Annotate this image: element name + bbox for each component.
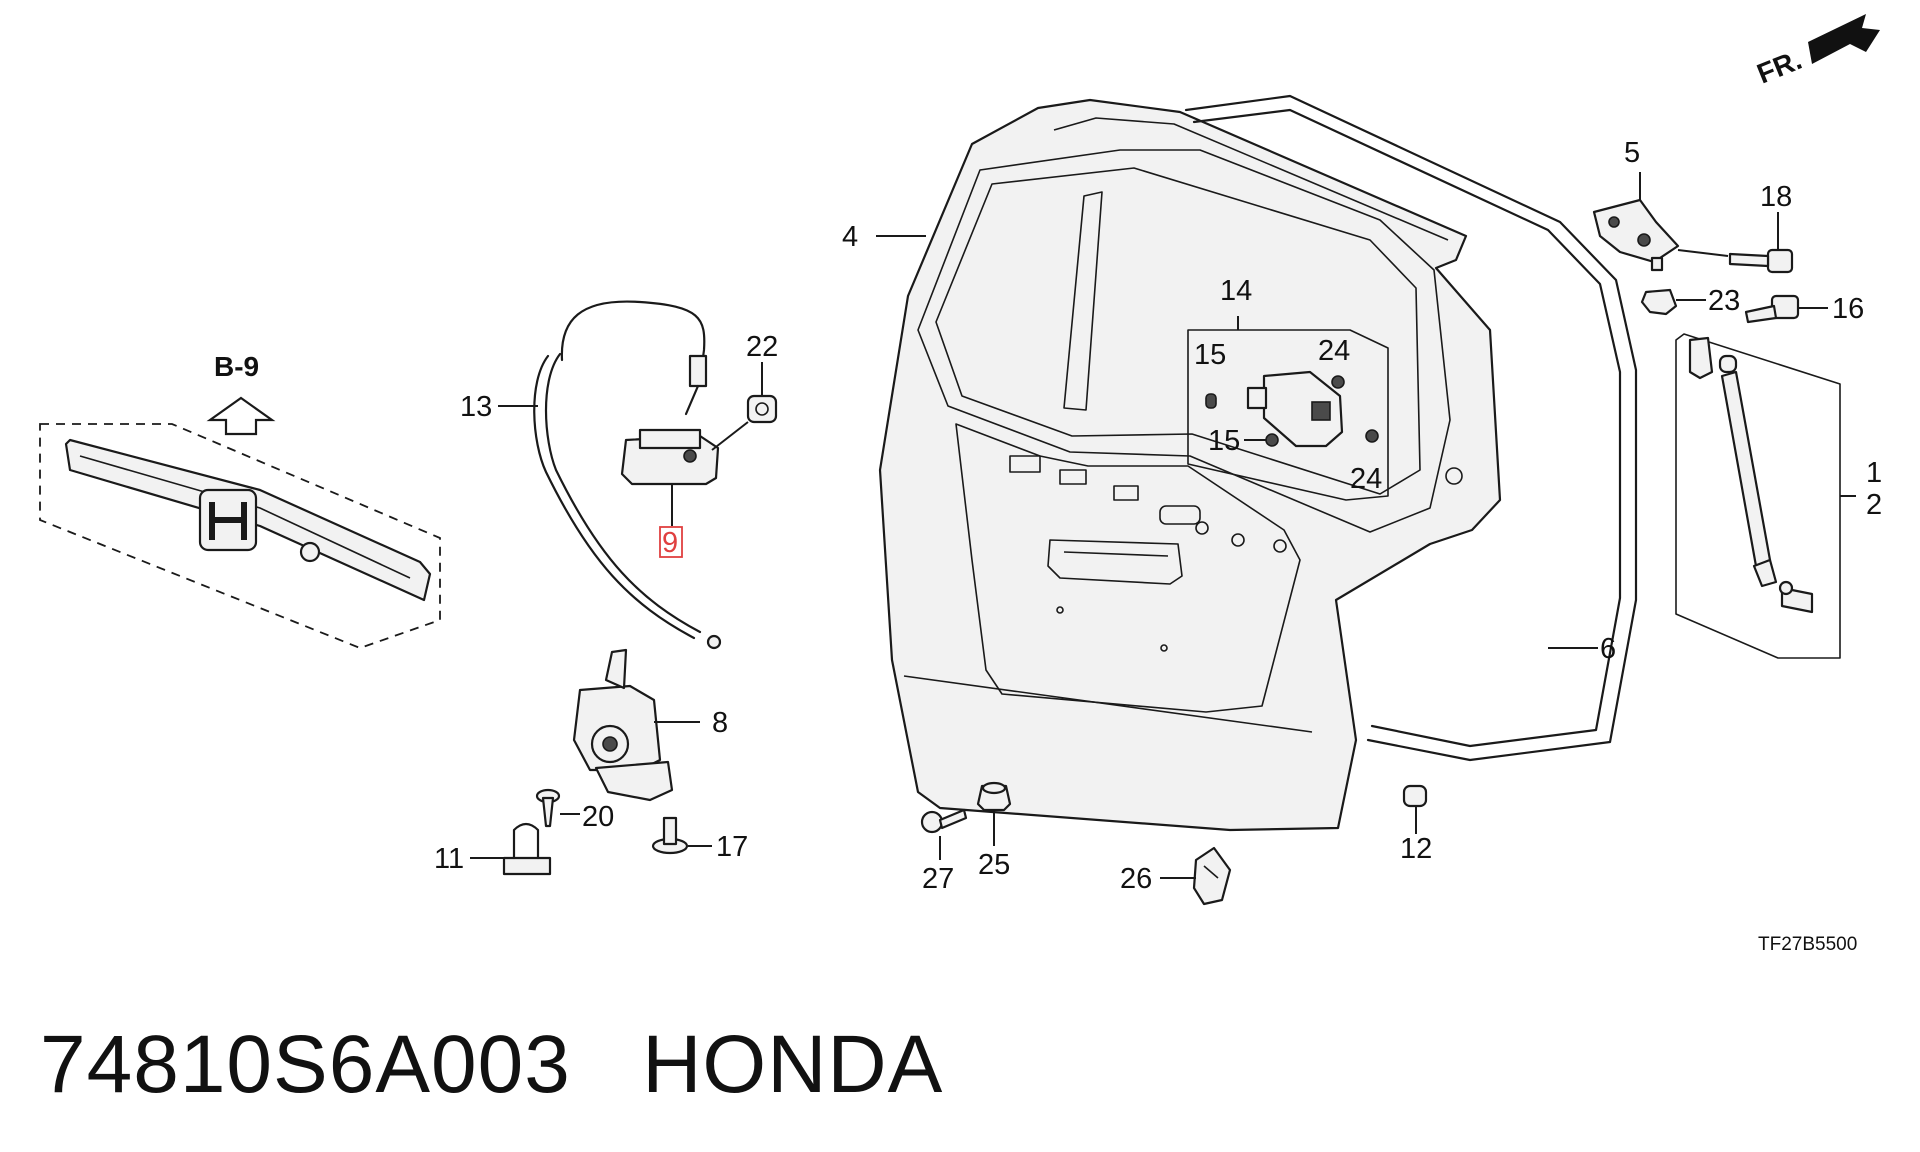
screw-part-3 <box>1365 429 1379 443</box>
callout-5: 5 <box>1624 137 1640 169</box>
fr-label: FR. <box>1753 44 1806 90</box>
callout-23: 23 <box>1708 285 1740 317</box>
callout-11: 11 <box>434 843 464 875</box>
callout-1: 1 <box>1866 457 1882 489</box>
callout-27: 27 <box>922 863 954 895</box>
highlighted-callout-box <box>659 526 683 558</box>
cap-part <box>1402 784 1428 808</box>
callout-25: 25 <box>978 849 1010 881</box>
footer-caption: 74810S6A003 HONDA <box>40 1018 943 1112</box>
callout-16: 16 <box>1832 293 1864 325</box>
callout-6: 6 <box>1600 633 1616 665</box>
up-arrow-icon <box>206 396 276 436</box>
brand-name: HONDA <box>642 1019 944 1110</box>
clip-part <box>1205 393 1217 409</box>
clip-part-2 <box>1265 433 1279 447</box>
callout-17: 17 <box>716 831 748 863</box>
callout-13: 13 <box>460 391 492 423</box>
tailgate-latch-part <box>572 648 674 802</box>
callout-15a: 15 <box>1194 339 1226 371</box>
screw-part <box>535 788 561 828</box>
callout-9: 9 <box>662 527 678 559</box>
tailgate-hinge-part <box>1592 198 1680 272</box>
callout-8: 8 <box>712 707 728 739</box>
damper-bolt-part <box>1744 294 1800 324</box>
tailgate-opener-switch-part <box>620 428 720 486</box>
callout-18: 18 <box>1760 181 1792 213</box>
damper-group-box <box>1675 333 1841 659</box>
screw-clip-part <box>920 808 968 834</box>
callout-24b: 24 <box>1350 463 1382 495</box>
hinge-nut-part <box>1640 288 1678 316</box>
screw-part-2 <box>1331 375 1345 389</box>
section-ref-label: B-9 <box>214 351 259 382</box>
callout-15b: 15 <box>1208 425 1240 457</box>
cover-part <box>1192 846 1232 906</box>
nut-part <box>746 394 778 424</box>
callout-22: 22 <box>746 331 778 363</box>
diagram-ref-code: TF27B5500 <box>1758 934 1857 955</box>
callout-26: 26 <box>1120 863 1152 895</box>
tailgate-damper-part <box>1688 336 1814 614</box>
callout-24a: 24 <box>1318 335 1350 367</box>
callout-12: 12 <box>1400 833 1432 865</box>
hinge-bolt-part <box>1728 248 1794 274</box>
garnish-group-box <box>39 423 441 649</box>
front-direction-arrow-icon: FR. <box>1753 14 1880 90</box>
lock-actuator-part <box>1246 370 1344 448</box>
part-number: 74810S6A003 <box>40 1019 571 1110</box>
callout-14: 14 <box>1220 275 1252 307</box>
callout-4: 4 <box>842 221 858 253</box>
cable-assembly-part <box>533 300 722 650</box>
weatherstrip-part <box>1184 94 1638 762</box>
callout-2: 2 <box>1866 489 1882 521</box>
grommet-part <box>976 781 1012 812</box>
tailgate-garnish-part <box>64 438 432 602</box>
callout-20: 20 <box>582 801 614 833</box>
bolt-part <box>651 816 689 855</box>
striker-part <box>502 822 552 876</box>
motor-group-box <box>1187 329 1389 501</box>
